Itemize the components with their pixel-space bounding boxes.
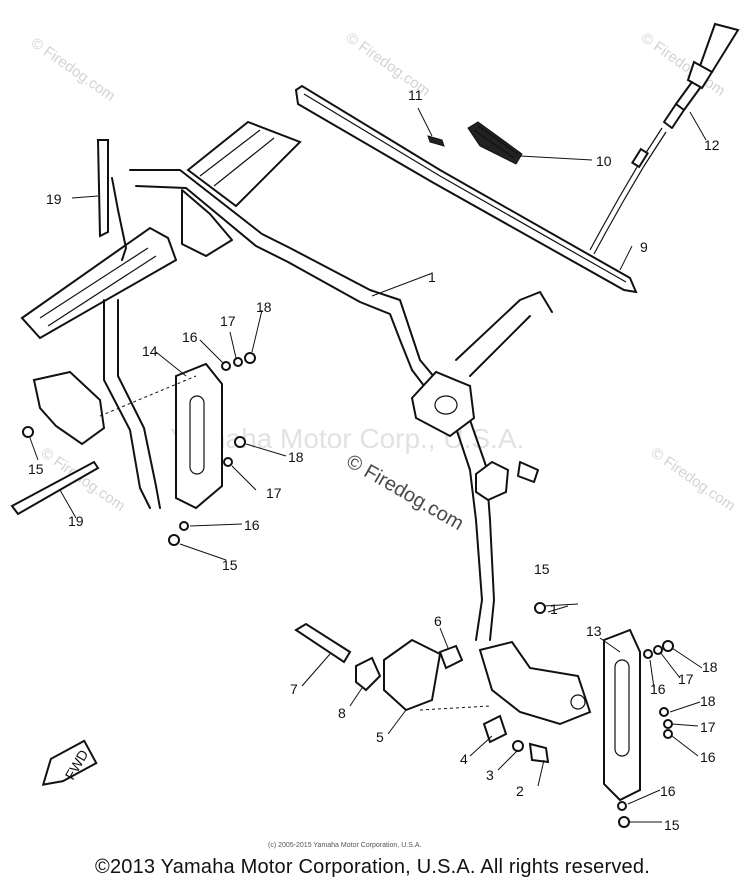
- small-clip-part: [427, 135, 445, 147]
- watermark-firedog-mid-right: © Firedog.com: [648, 444, 739, 514]
- plate-14: [175, 362, 223, 510]
- strap-parts: [10, 139, 109, 516]
- callout-19-lower: 19: [68, 513, 84, 529]
- strap-19-upper: [96, 139, 109, 238]
- leader-lines: [29, 107, 707, 823]
- callout-18-right: 18: [702, 659, 718, 675]
- callout-17-mid: 17: [266, 485, 282, 501]
- callout-14: 14: [142, 343, 158, 359]
- callout-16-right: 16: [650, 681, 666, 697]
- callout-5: 5: [376, 729, 384, 745]
- callout-3: 3: [486, 767, 494, 783]
- callout-8: 8: [338, 705, 346, 721]
- callout-18-upper: 18: [256, 299, 272, 315]
- callout-1-lower: 1: [550, 601, 558, 617]
- callout-1: 1: [428, 269, 436, 285]
- strap-19-lower: [10, 460, 100, 516]
- callout-16-mid: 16: [244, 517, 260, 533]
- alignment-lines: [99, 375, 491, 711]
- callout-16-bottom: 16: [660, 783, 676, 799]
- plate-13: [603, 628, 641, 802]
- small-copyright: (c) 2005-2015 Yamaha Motor Corporation, …: [268, 842, 421, 849]
- callout-9: 9: [640, 239, 648, 255]
- watermark-firedog-center: © Firedog.com: [343, 450, 468, 535]
- small-hardware: [22, 352, 674, 828]
- callout-17-right: 17: [678, 671, 694, 687]
- callout-10: 10: [596, 153, 612, 169]
- callout-16-upper: 16: [182, 329, 198, 345]
- finned-grip-part: [467, 121, 523, 165]
- callout-13: 13: [586, 623, 602, 639]
- watermark-firedog-mid-left: © Firedog.com: [38, 444, 129, 514]
- callout-15-left: 15: [28, 461, 44, 477]
- choke-knob-part: [589, 22, 740, 255]
- watermark-firedog-top-left: © Firedog.com: [28, 34, 119, 104]
- footer-copyright: ©2013 Yamaha Motor Corporation, U.S.A. A…: [95, 856, 650, 878]
- callout-15-bottom: 15: [664, 817, 680, 833]
- callout-19-upper: 19: [46, 191, 62, 207]
- callout-2: 2: [516, 783, 524, 799]
- footrest-plates: [175, 362, 641, 802]
- callout-7: 7: [290, 681, 298, 697]
- watermark-yamaha: Yamaha Motor Corp., U.S.A.: [170, 423, 524, 454]
- callout-18-right-lower: 18: [700, 693, 716, 709]
- callout-labels: 1 1 2 3 4 5 6 7 8 9 10 11 12 13 14 15 15…: [28, 87, 720, 833]
- callout-15-mid: 15: [222, 557, 238, 573]
- callout-17-upper: 17: [220, 313, 236, 329]
- forward-arrow-icon: [41, 739, 98, 786]
- callout-17-right-lower: 17: [700, 719, 716, 735]
- lever-blade-part: [294, 84, 638, 294]
- fwd-arrow: FWD: [41, 739, 98, 786]
- main-frame-part: [20, 120, 592, 726]
- callout-18-mid: 18: [288, 449, 304, 465]
- callout-16-right-lower: 16: [700, 749, 716, 765]
- callout-6: 6: [434, 613, 442, 629]
- callout-12: 12: [704, 137, 720, 153]
- callout-11: 11: [408, 87, 423, 103]
- callout-4: 4: [460, 751, 468, 767]
- callout-15-right: 15: [534, 561, 550, 577]
